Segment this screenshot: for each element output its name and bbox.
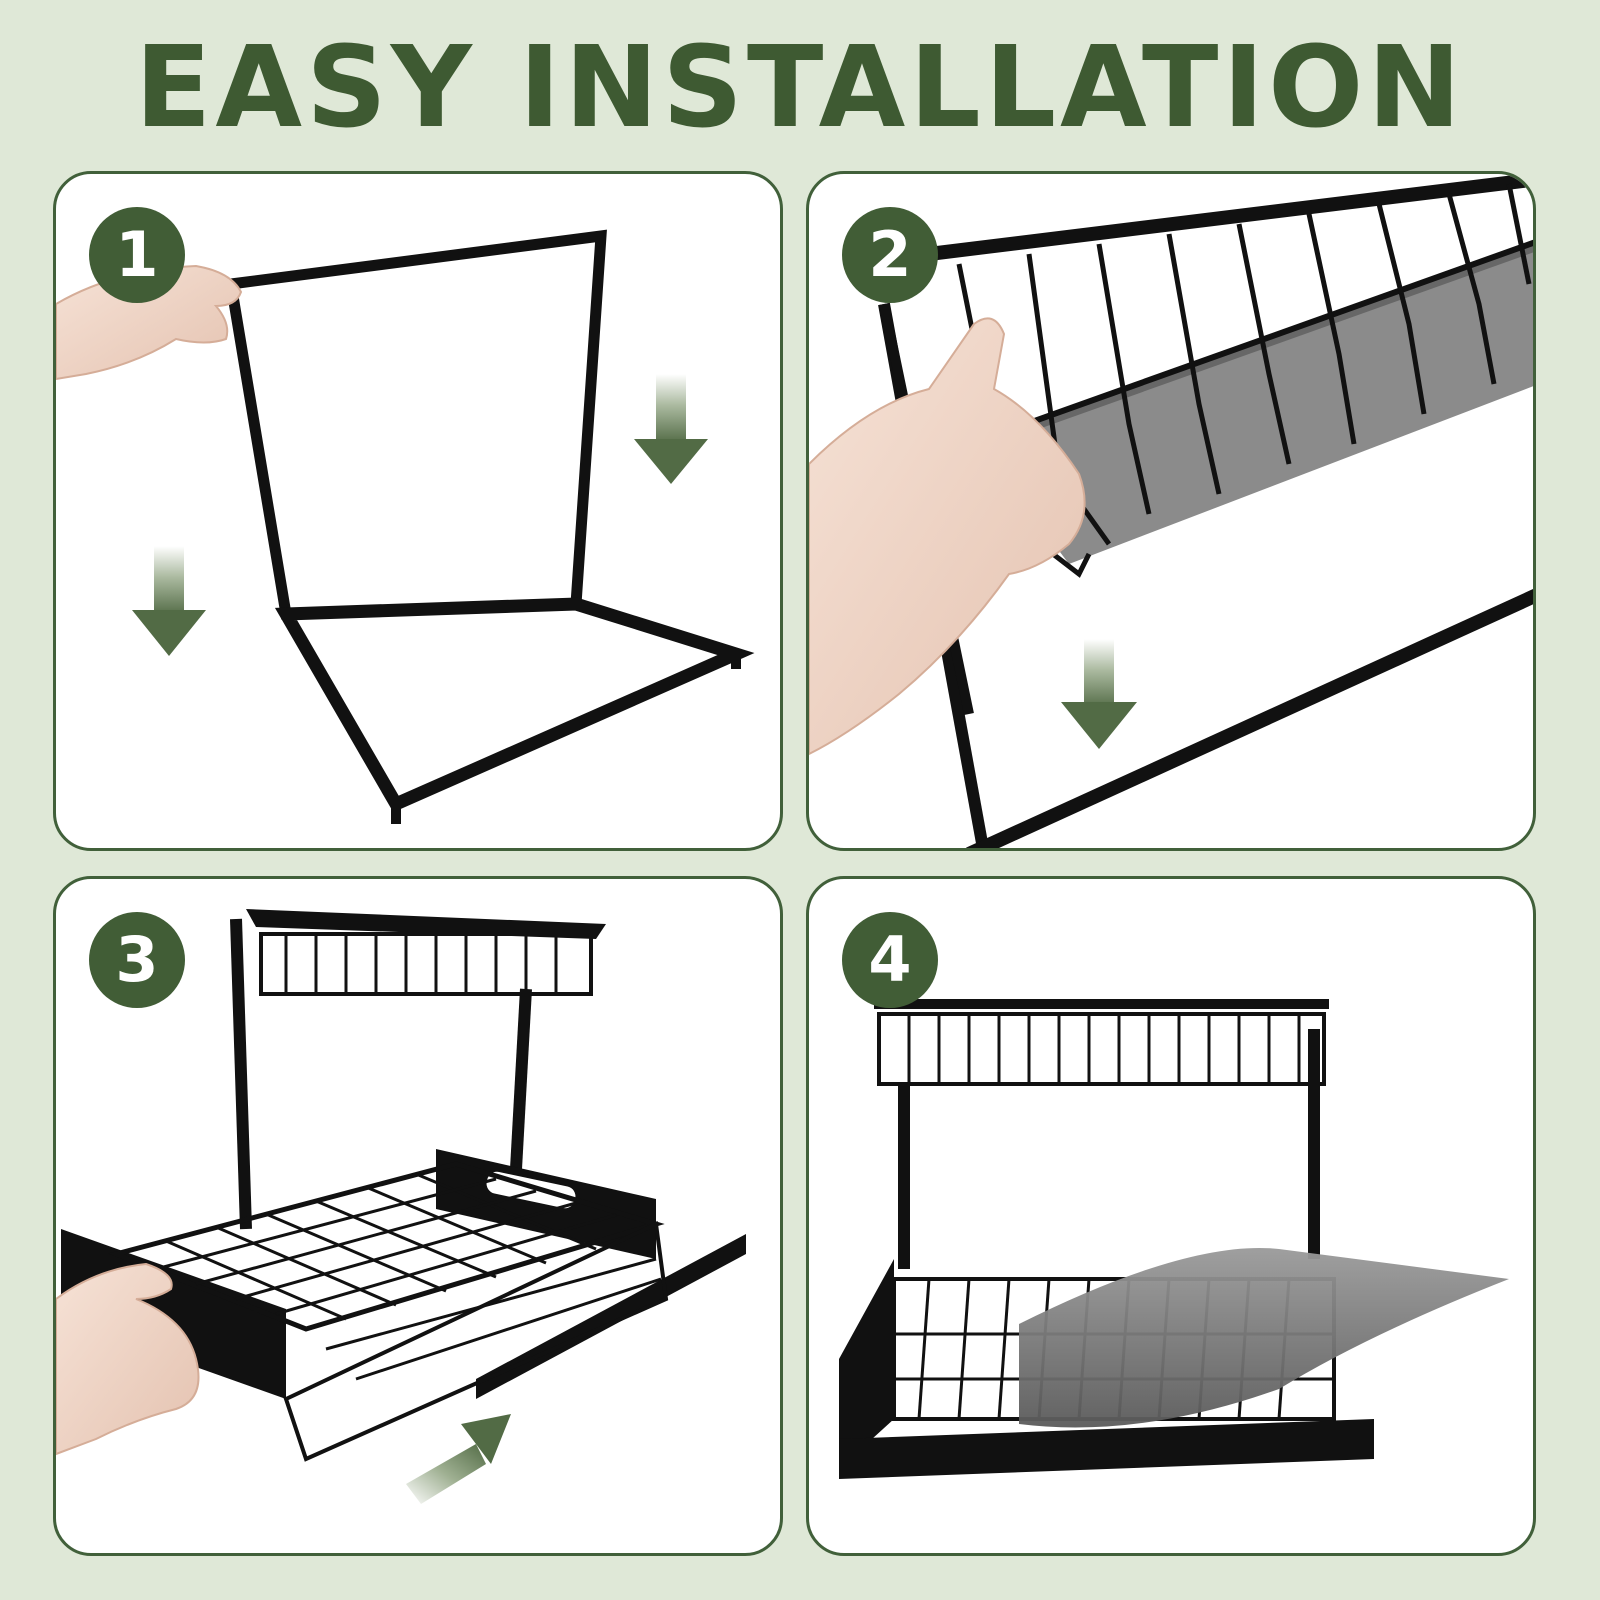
down-arrow-icon (1061, 639, 1137, 749)
diagonal-arrow-icon (406, 1414, 511, 1504)
upper-basket-image (809, 174, 1533, 848)
finished-organizer-image (839, 999, 1509, 1479)
step-2-panel: 2 (806, 171, 1536, 851)
step-3-panel: 3 (53, 876, 783, 1556)
step-number-badge: 3 (89, 912, 185, 1008)
frame-assembly-image (56, 229, 755, 824)
page-title: EASY INSTALLATION (134, 23, 1466, 153)
step-number-badge: 4 (842, 912, 938, 1008)
step-4-panel: 4 (806, 876, 1536, 1556)
down-arrow-icon (132, 546, 206, 656)
step-number-badge: 2 (842, 207, 938, 303)
step-number-badge: 1 (89, 207, 185, 303)
step-1-panel: 1 (53, 171, 783, 851)
down-arrow-icon (634, 374, 708, 484)
lower-drawer-image (56, 909, 746, 1504)
